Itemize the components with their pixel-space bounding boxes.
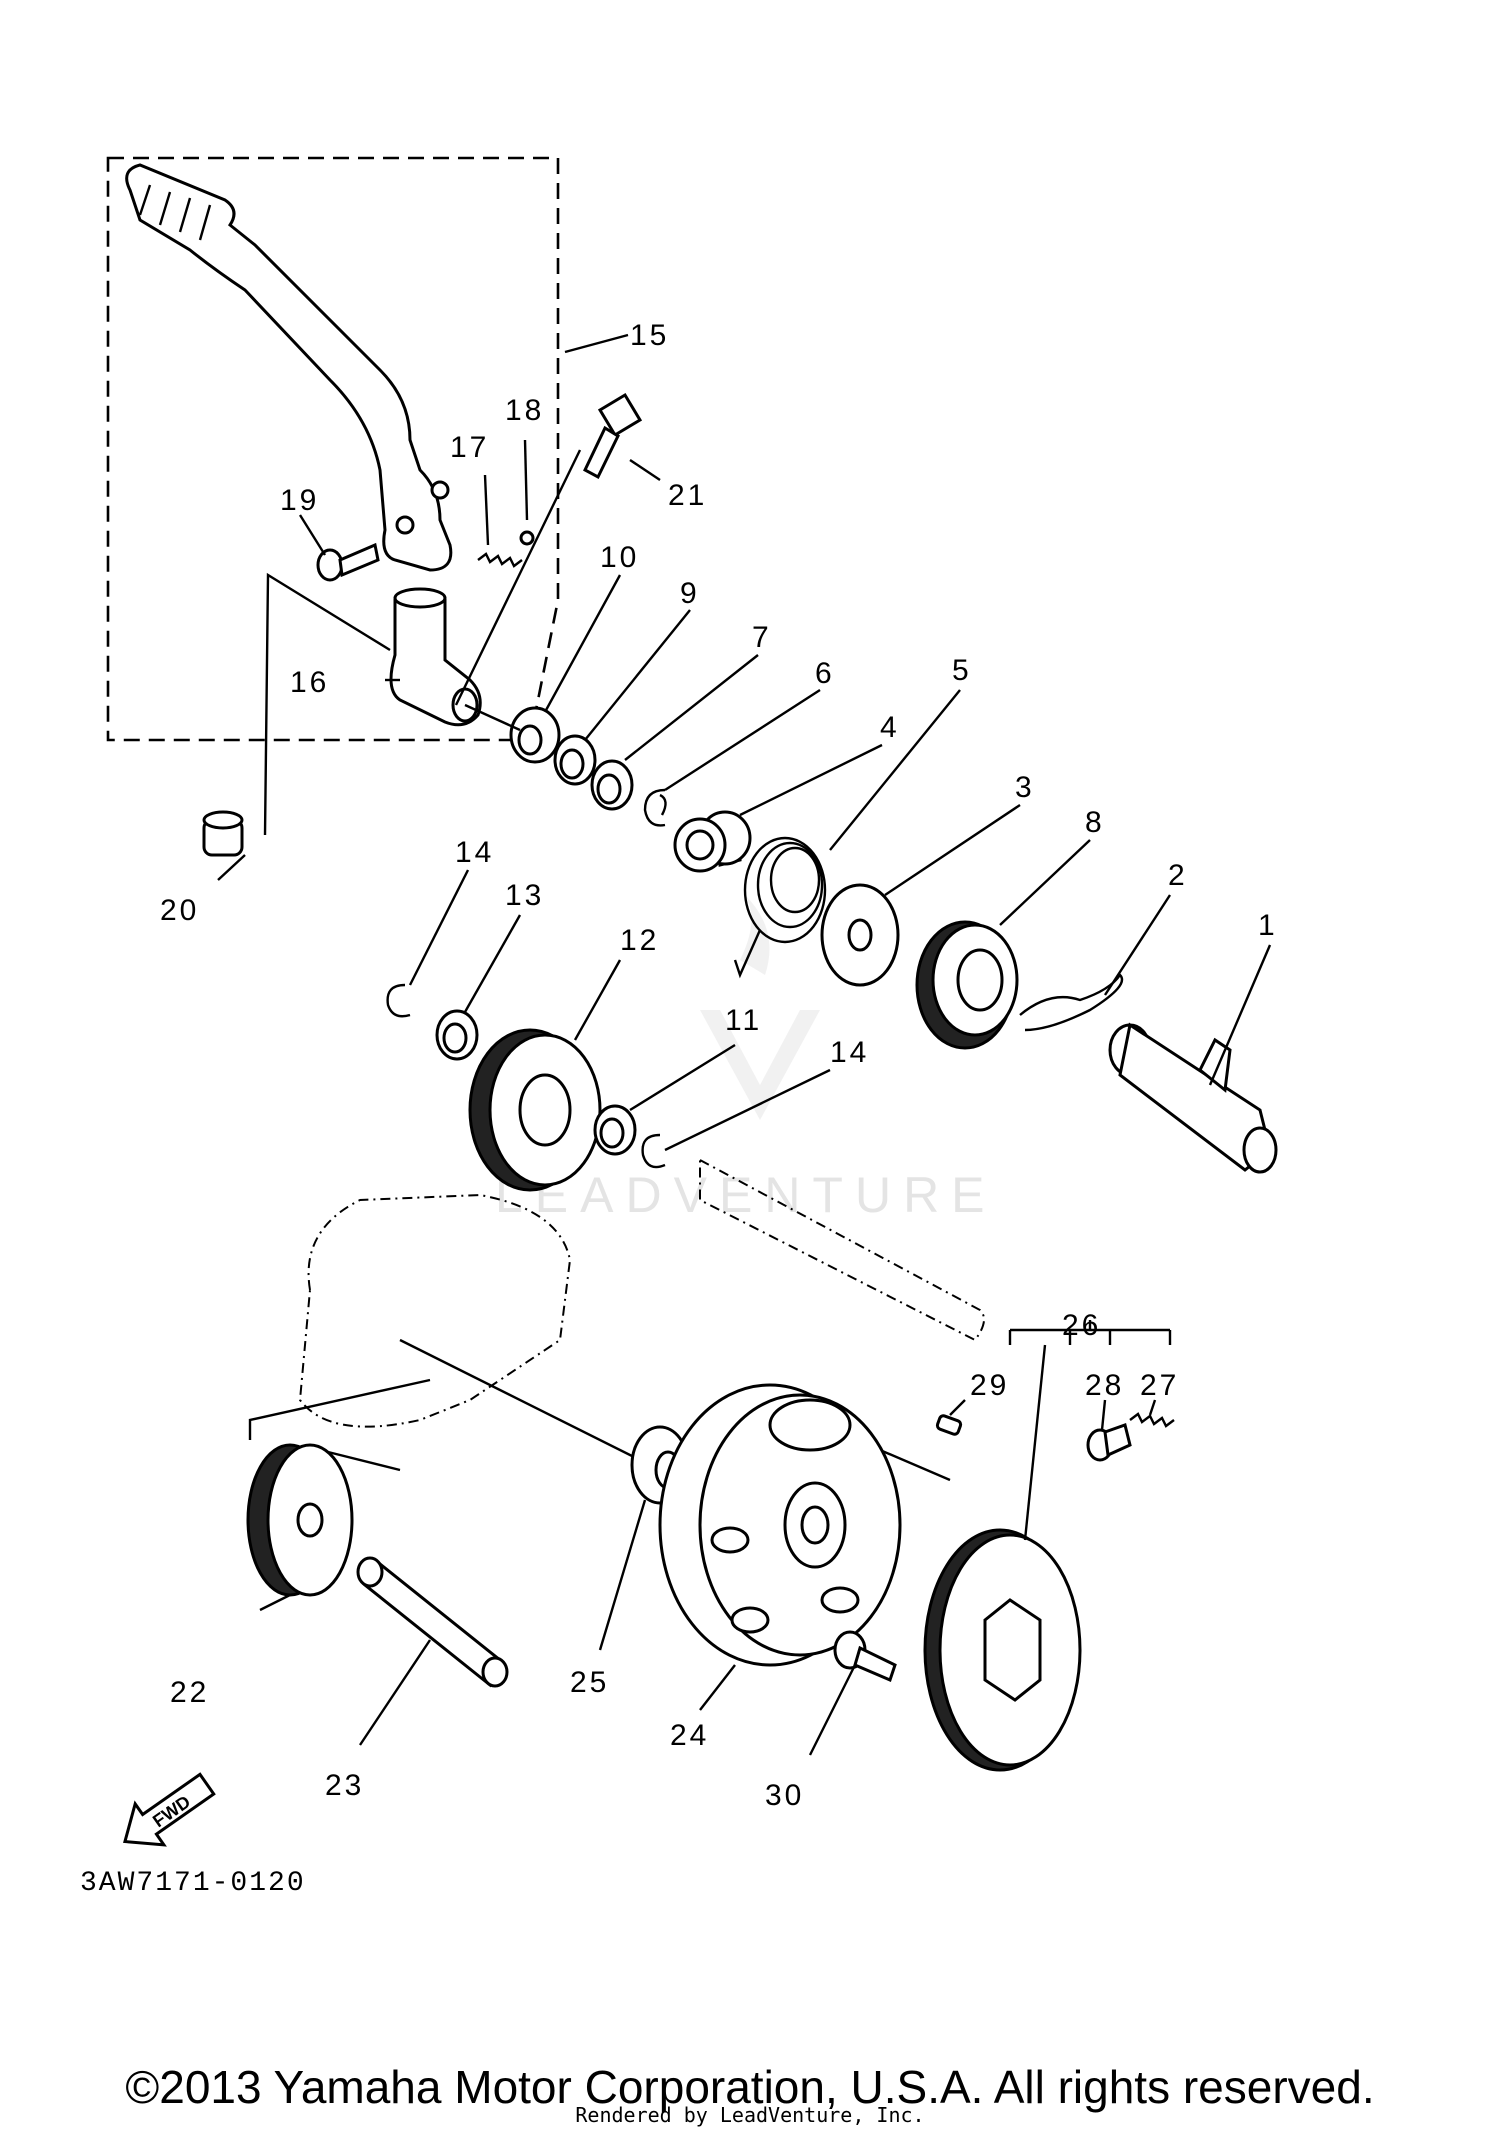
diagram-code: 3AW7171-0120 [80, 1868, 306, 1899]
plunger-28 [1086, 1423, 1132, 1462]
callout-18: 18 [505, 394, 544, 427]
ball-18 [519, 530, 535, 546]
callout-14b: 14 [830, 1036, 869, 1069]
starter-gear-24 [658, 1383, 902, 1667]
idler-gear-12 [468, 1028, 602, 1192]
callout-13: 13 [505, 879, 544, 912]
spring-27 [1129, 1412, 1175, 1428]
callout-21: 21 [668, 479, 707, 512]
callout-16: 16 [290, 666, 329, 699]
one-way-clutch-26 [923, 1528, 1082, 1772]
washer-11 [593, 1104, 637, 1156]
watermark-text: LEADVENTURE [495, 1167, 997, 1223]
clip-2 [1019, 973, 1124, 1032]
kick-lever [125, 163, 453, 572]
callout-23: 23 [325, 1769, 364, 1802]
callout-29: 29 [970, 1369, 1009, 1402]
circlip-6 [643, 788, 667, 827]
bolt-30 [833, 1630, 897, 1683]
callout-7: 7 [752, 621, 772, 654]
callout-6: 6 [815, 657, 835, 690]
rendered-by-notice: Rendered by LeadVenture, Inc. [575, 2103, 925, 2127]
kick-assembly-box [106, 156, 560, 742]
callout-4: 4 [880, 711, 900, 744]
spring-17 [477, 552, 523, 568]
collar-4 [673, 810, 752, 873]
leader-lines [217, 333, 1272, 1756]
callout-26: 26 [1062, 1309, 1101, 1342]
callout-15: 15 [630, 319, 669, 352]
shaft-23 [356, 1556, 509, 1688]
callout-10: 10 [600, 541, 639, 574]
idler-gear-22 [246, 1443, 354, 1597]
callout-28: 28 [1085, 1369, 1124, 1402]
washer-3 [820, 883, 900, 987]
callout-27: 27 [1140, 1369, 1179, 1402]
callout-1: 1 [1258, 909, 1278, 942]
copyright-notice: ©2013 Yamaha Motor Corporation, U.S.A. A… [125, 2061, 1375, 2113]
callout-2: 2 [1168, 859, 1188, 892]
crankcase-outline [298, 1193, 572, 1428]
washer-7 [590, 759, 634, 811]
shaft-outline [699, 1158, 985, 1342]
callout-3: 3 [1015, 771, 1035, 804]
washer-9 [553, 734, 597, 786]
callout-20: 20 [160, 894, 199, 927]
kick-shaft-1 [1108, 1022, 1278, 1174]
callout-9: 9 [680, 577, 700, 610]
fwd-arrow-icon: FWD [123, 1772, 216, 1847]
pin-29 [935, 1414, 963, 1436]
kick-boss [389, 587, 482, 727]
bushing-20 [202, 810, 244, 857]
torsion-spring-5 [733, 836, 827, 979]
circlip-14a [386, 983, 411, 1018]
bolt-21 [583, 392, 643, 480]
watermark-logo [700, 895, 820, 1120]
callout-17: 17 [450, 431, 489, 464]
washer-13 [435, 1009, 479, 1061]
callout-19: 19 [280, 484, 319, 517]
callout-8: 8 [1085, 806, 1105, 839]
callout-24: 24 [670, 1719, 709, 1752]
callout-14a: 14 [455, 836, 494, 869]
assembly-lines [248, 449, 1172, 1482]
callout-25: 25 [570, 1666, 609, 1699]
bolt-19 [316, 542, 380, 582]
callout-5: 5 [952, 654, 972, 687]
callout-11: 11 [725, 1004, 762, 1037]
callout-22: 22 [170, 1676, 209, 1709]
washer-10 [509, 706, 561, 764]
kick-gear-8 [915, 920, 1019, 1050]
callout-12: 12 [620, 924, 659, 957]
callout-30: 30 [765, 1779, 804, 1812]
circlip-14b [641, 1133, 666, 1169]
